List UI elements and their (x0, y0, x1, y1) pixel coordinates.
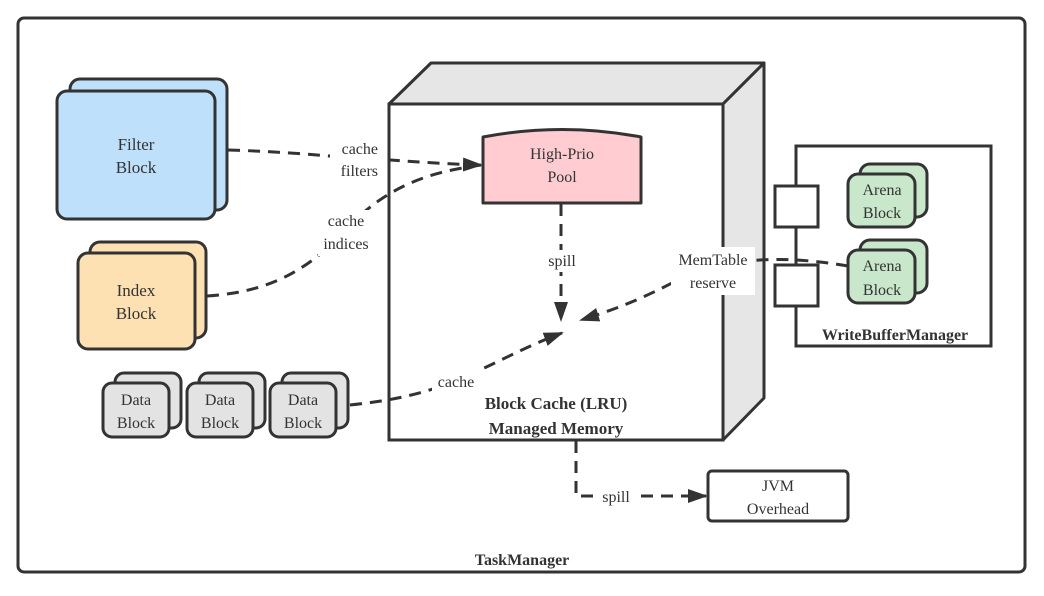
edge-label-bg (330, 140, 382, 182)
data-block-label-2: Block (201, 415, 239, 432)
arena-block-label-1: Arena (862, 258, 901, 275)
high-prio-pool-label-2: Pool (547, 169, 577, 186)
edge-spill-jvm (574, 441, 708, 503)
data-block[interactable]: Data Block (268, 371, 350, 439)
block-cache-subtitle: Managed Memory (489, 419, 624, 438)
jvm-overhead[interactable]: JVM Overhead (706, 469, 850, 523)
arena-block[interactable]: Arena Block (846, 162, 929, 229)
data-block-label-1: Data (288, 392, 318, 409)
edge-label-cache-filters-1: cache (342, 141, 378, 158)
index-block[interactable]: Index Block (76, 240, 208, 351)
edge-label-bg (598, 486, 634, 508)
filter-block[interactable]: Filter Block (55, 77, 229, 221)
arena-block-label-2: Block (863, 205, 901, 222)
taskmanager-label: TaskManager (475, 552, 570, 569)
edge-label-bg (432, 370, 480, 392)
edge-label-spill-pool: spill (548, 253, 576, 270)
data-block-label-2: Block (117, 415, 155, 432)
data-block-label-2: Block (284, 415, 322, 432)
jvm-overhead-label-1: JVM (762, 478, 794, 495)
memtable-slot[interactable] (773, 263, 820, 308)
edge-cache-filters (227, 148, 483, 172)
index-block-label-2: Block (116, 304, 157, 323)
block-cache-title: Block Cache (LRU) (485, 394, 628, 413)
arena-block[interactable]: Arena Block (846, 238, 929, 305)
arena-block-label-1: Arena (862, 182, 901, 199)
edge-label-memtable-2: reserve (690, 275, 736, 292)
jvm-overhead-label-2: Overhead (747, 501, 809, 518)
data-block[interactable]: Data Block (185, 371, 267, 439)
arena-block-label-2: Block (863, 282, 901, 299)
edge-label-cache-filters-2: filters (341, 163, 378, 180)
data-block-label-1: Data (205, 392, 235, 409)
index-block-label-1: Index (117, 281, 156, 300)
edge-label-cache-indices-2: indices (323, 236, 368, 253)
high-prio-pool[interactable]: High-Prio Pool (481, 128, 643, 205)
filter-block-label-2: Block (116, 158, 157, 177)
write-buffer-manager-label: WriteBufferManager (822, 327, 968, 344)
cube-top-face (387, 61, 766, 106)
edge-label-spill-jvm: spill (602, 489, 630, 506)
edge-label-bg (318, 210, 374, 256)
data-block[interactable]: Data Block (101, 371, 183, 439)
edge-label-bg (542, 250, 580, 272)
edge-label-cache-indices-1: cache (328, 213, 364, 230)
filter-block-label-1: Filter (118, 135, 155, 154)
high-prio-pool-label-1: High-Prio (530, 146, 594, 163)
edge-label-memtable-1: MemTable (678, 252, 747, 269)
edge-label-cache-data: cache (438, 374, 474, 391)
edge-label-bg (671, 247, 755, 295)
data-block-label-1: Data (121, 392, 151, 409)
memtable-slot[interactable] (773, 184, 820, 229)
